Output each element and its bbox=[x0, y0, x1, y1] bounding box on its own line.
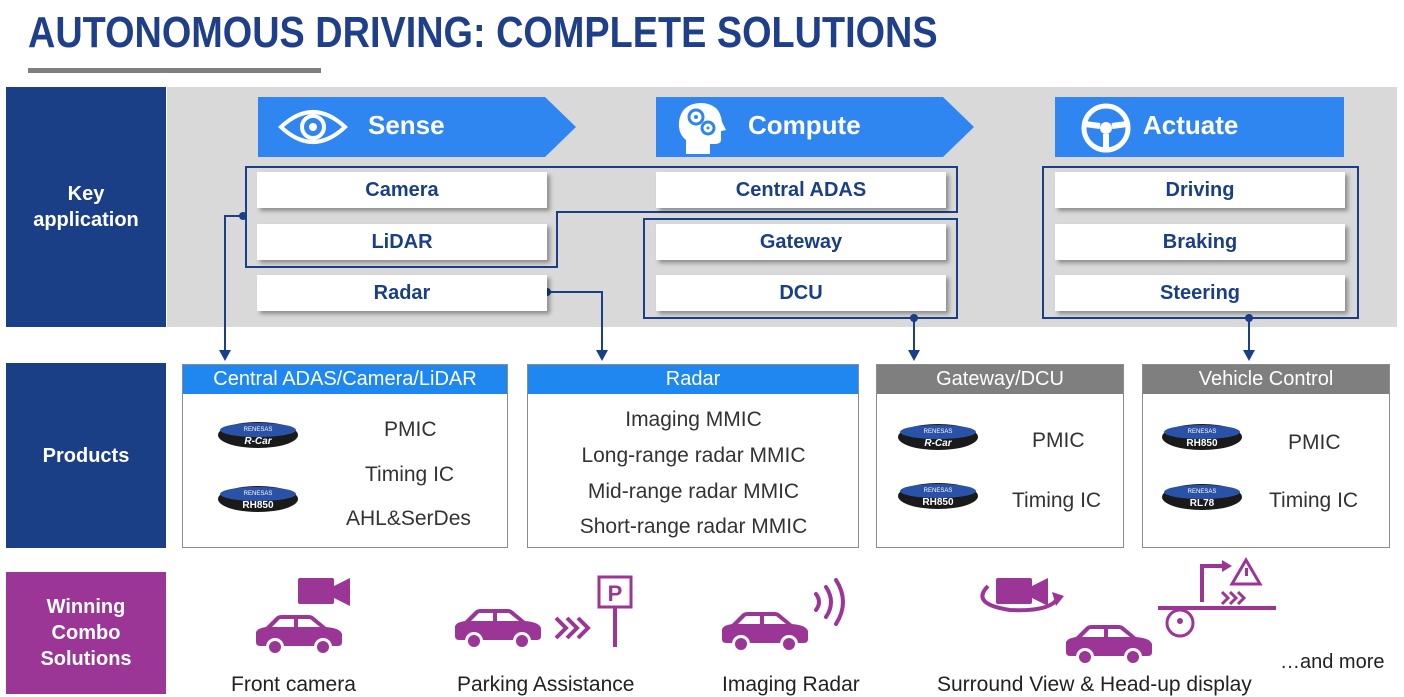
video-camera-icon bbox=[996, 578, 1048, 606]
product-header-radar: Radar bbox=[528, 365, 858, 394]
renesas-logo-icon: RENESAS RH850 bbox=[1162, 424, 1242, 450]
product-panel-vehicle: Vehicle Control bbox=[1142, 364, 1390, 548]
svg-text:RL78: RL78 bbox=[1190, 498, 1215, 509]
compute-group-outline bbox=[643, 218, 958, 319]
app-camera: Camera bbox=[257, 172, 547, 208]
sense-arrow bbox=[258, 97, 576, 157]
video-camera-icon bbox=[298, 578, 350, 606]
svg-text:RENESAS: RENESAS bbox=[244, 491, 273, 497]
renesas-logo-icon: RENESAS R-Car bbox=[898, 424, 978, 450]
car-icon bbox=[455, 609, 541, 650]
page-title: AUTONOMOUS DRIVING: COMPLETE SOLUTIONS bbox=[28, 8, 938, 57]
parking-sign-icon: P bbox=[597, 575, 633, 647]
logo-rh850: RENESAS RH850 bbox=[896, 481, 980, 516]
product-item: Timing IC bbox=[1269, 489, 1359, 512]
row-label-winning-combo: Winning Combo Solutions bbox=[6, 572, 166, 694]
app-braking: Braking bbox=[1055, 224, 1345, 260]
rotate-arrow-icon bbox=[980, 584, 1060, 613]
solution-caption: Imaging Radar bbox=[722, 673, 860, 696]
svg-text:RENESAS: RENESAS bbox=[924, 429, 953, 435]
product-item: PMIC bbox=[1288, 431, 1341, 454]
product-item: Mid-range radar MMIC bbox=[587, 480, 800, 503]
svg-text:R-Car: R-Car bbox=[244, 436, 272, 447]
svg-text:RH850: RH850 bbox=[922, 497, 954, 508]
eye-icon bbox=[278, 110, 348, 144]
app-lidar: LiDAR bbox=[257, 224, 547, 260]
product-header-vehicle: Vehicle Control bbox=[1143, 365, 1389, 394]
title-underline bbox=[28, 68, 321, 73]
product-panel-adas: Central ADAS/Camera/LiDAR bbox=[182, 364, 508, 548]
renesas-logo-icon: RENESAS RH850 bbox=[218, 486, 298, 512]
product-header-gateway: Gateway/DCU bbox=[877, 365, 1123, 394]
svg-text:RH850: RH850 bbox=[242, 500, 274, 511]
svg-text:RENESAS: RENESAS bbox=[244, 427, 273, 433]
product-item: Timing IC bbox=[1012, 489, 1102, 512]
compute-arrow bbox=[656, 97, 974, 157]
actuate-label: Actuate bbox=[1143, 110, 1239, 140]
svg-text:RENESAS: RENESAS bbox=[1188, 429, 1217, 435]
app-gateway: Gateway bbox=[656, 224, 946, 260]
row-label-key-application: Key application bbox=[6, 87, 166, 327]
app-central-adas: Central ADAS bbox=[656, 172, 946, 208]
car-icon bbox=[256, 615, 342, 656]
car-icon bbox=[1066, 625, 1152, 666]
logo-rcar: RENESAS R-Car bbox=[896, 422, 980, 457]
renesas-logo-icon: RENESAS R-Car bbox=[218, 422, 298, 448]
solution-caption: Surround View & Head-up display bbox=[937, 673, 1252, 696]
turn-arrow-icon bbox=[1200, 564, 1224, 602]
renesas-logo-icon: RENESAS RH850 bbox=[898, 483, 978, 509]
chevrons-icon bbox=[554, 616, 591, 640]
steering-wheel-icon bbox=[1081, 103, 1131, 153]
product-item: Imaging MMIC bbox=[625, 408, 762, 431]
product-item: AHL&SerDes bbox=[346, 507, 471, 530]
renesas-logo-icon: RENESAS RL78 bbox=[1162, 484, 1242, 510]
head-gears-icon bbox=[678, 103, 726, 154]
svg-text:RENESAS: RENESAS bbox=[1188, 489, 1217, 495]
svg-text:RH850: RH850 bbox=[1186, 438, 1218, 449]
product-panel-gateway: Gateway/DCU bbox=[876, 364, 1124, 548]
app-steering: Steering bbox=[1055, 275, 1345, 311]
logo-rl78: RENESAS RL78 bbox=[1160, 482, 1244, 517]
car-icon bbox=[722, 612, 808, 653]
row-label-text: Products bbox=[42, 444, 130, 467]
app-driving: Driving bbox=[1055, 172, 1345, 208]
solution-caption: Front camera bbox=[231, 673, 356, 696]
product-item: PMIC bbox=[1032, 429, 1085, 452]
logo-rcar: RENESAS R-Car bbox=[216, 420, 300, 455]
product-item: Long-range radar MMIC bbox=[581, 444, 806, 467]
svg-text:R-Car: R-Car bbox=[924, 438, 952, 449]
sense-group-outline bbox=[245, 166, 958, 268]
app-radar: Radar bbox=[257, 275, 547, 311]
product-item: Short-range radar MMIC bbox=[579, 515, 808, 538]
product-header-adas: Central ADAS/Camera/LiDAR bbox=[183, 365, 507, 394]
product-panel-radar: Radar bbox=[527, 364, 859, 548]
logo-rh850: RENESAS RH850 bbox=[1160, 422, 1244, 457]
actuate-group-outline bbox=[1042, 166, 1359, 319]
product-item: Timing IC bbox=[365, 463, 455, 486]
solution-caption: Parking Assistance bbox=[457, 673, 635, 696]
app-dcu: DCU bbox=[656, 275, 946, 311]
row-label-products: Products bbox=[6, 363, 166, 548]
row-label-text: Winning Combo Solutions bbox=[40, 596, 132, 670]
compute-label: Compute bbox=[748, 110, 861, 140]
radar-waves-icon bbox=[814, 578, 845, 626]
row-label-text: Key application bbox=[33, 183, 139, 231]
product-item: PMIC bbox=[384, 418, 437, 441]
logo-rh850: RENESAS RH850 bbox=[216, 484, 300, 519]
sense-label: Sense bbox=[368, 110, 445, 140]
chevrons-icon bbox=[1220, 590, 1247, 606]
svg-text:RENESAS: RENESAS bbox=[924, 488, 953, 494]
svg-text:P: P bbox=[608, 581, 623, 606]
and-more-text: …and more bbox=[1280, 651, 1385, 673]
